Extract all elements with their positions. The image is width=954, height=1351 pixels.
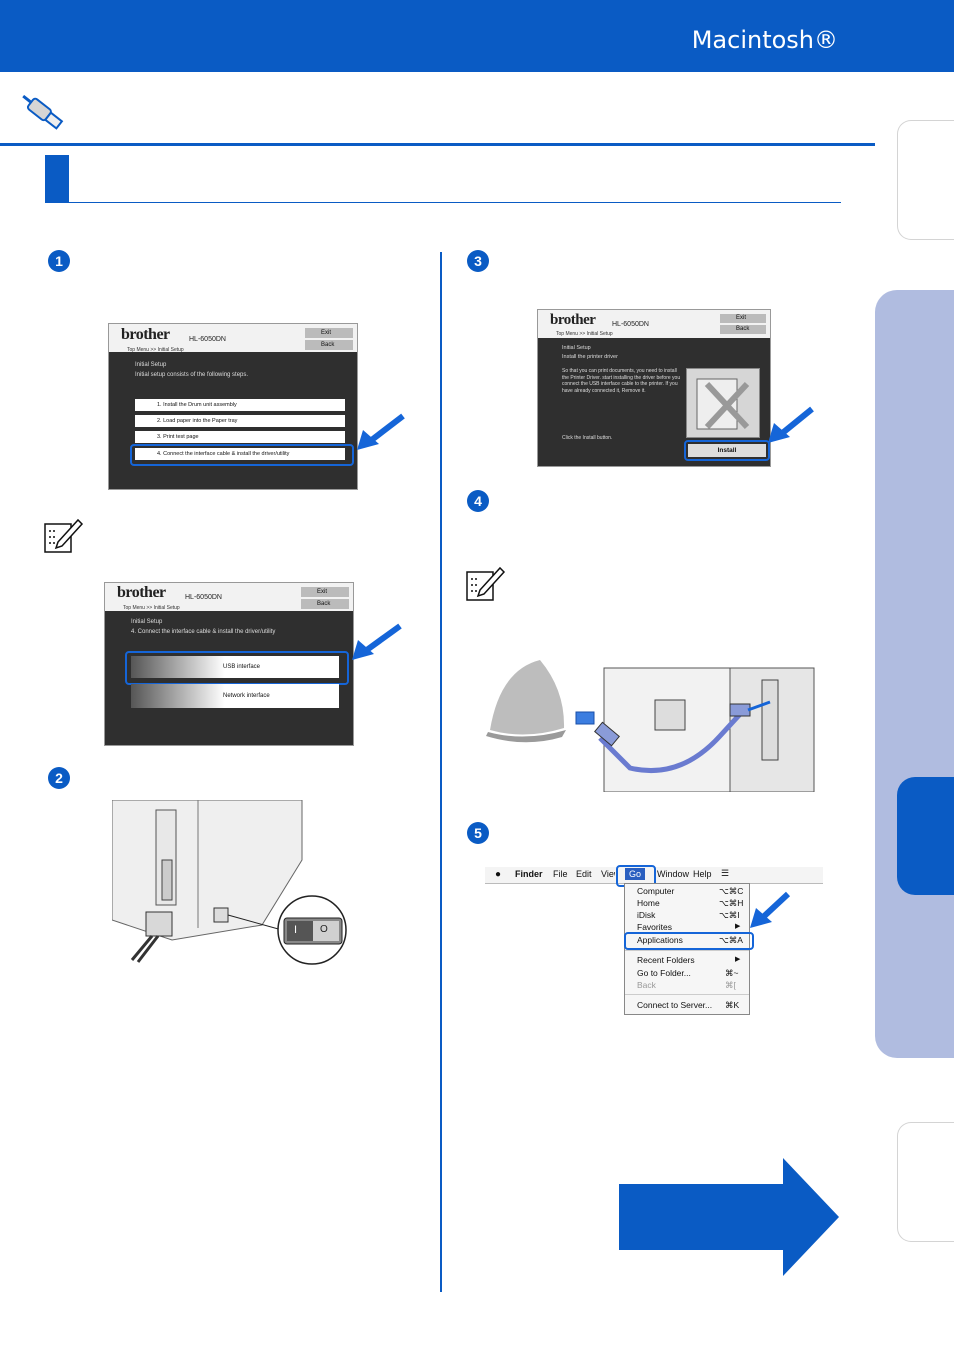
brother-logo: brother bbox=[121, 326, 170, 343]
menu-window[interactable]: Window bbox=[657, 869, 690, 879]
header-rule bbox=[0, 143, 875, 146]
keyboard-menu-icon[interactable]: ☰ bbox=[721, 868, 730, 878]
printer-no-cable-image bbox=[686, 368, 760, 438]
menu-separator bbox=[625, 994, 749, 995]
next-page-arrow-icon[interactable] bbox=[619, 1158, 841, 1276]
screen-title: Initial Setup bbox=[135, 362, 167, 368]
menu-help[interactable]: Help bbox=[693, 869, 712, 879]
exit-button[interactable]: Exit bbox=[720, 314, 766, 323]
screen-subtitle: 4. Connect the interface cable & install… bbox=[131, 629, 276, 635]
arrow-pointer-icon bbox=[766, 405, 814, 445]
network-interface-label: Network interface bbox=[223, 693, 270, 699]
menu-item-applications[interactable]: Applications bbox=[637, 935, 683, 945]
shortcut: ⌥⌘A bbox=[719, 935, 743, 945]
brother-logo: brother bbox=[117, 584, 166, 601]
menu-file[interactable]: File bbox=[553, 869, 568, 879]
setup-step-4[interactable]: 4. Connect the interface cable & install… bbox=[135, 448, 345, 460]
menu-item-recent-folders[interactable]: Recent Folders bbox=[637, 955, 695, 965]
menu-item-home[interactable]: Home bbox=[637, 898, 660, 908]
back-button[interactable]: Back bbox=[720, 325, 766, 334]
usb-interface-option[interactable]: USB interface bbox=[131, 656, 339, 678]
arrow-pointer-icon bbox=[350, 622, 402, 662]
header-title: Macintosh® bbox=[691, 26, 838, 54]
breadcrumb: Top Menu >> Initial Setup bbox=[123, 605, 180, 611]
screen-subtitle: Initial setup consists of the following … bbox=[135, 372, 249, 378]
exit-button[interactable]: Exit bbox=[301, 587, 349, 597]
install-screenshot: brother HL-6050DN Top Menu >> Initial Se… bbox=[537, 309, 771, 467]
side-tab-top[interactable] bbox=[897, 120, 954, 240]
shortcut: ⌘K bbox=[725, 1000, 740, 1010]
menu-edit[interactable]: Edit bbox=[576, 869, 592, 879]
model-name: HL-6050DN bbox=[189, 336, 226, 343]
menu-view[interactable]: View bbox=[601, 869, 615, 879]
note-pencil-icon bbox=[466, 566, 506, 602]
shortcut: ⌘~ bbox=[725, 968, 739, 978]
setup-step-2[interactable]: 2. Load paper into the Paper tray bbox=[135, 415, 345, 427]
usb-option-highlight bbox=[125, 651, 349, 685]
step-5-badge: 5 bbox=[467, 822, 489, 844]
section-marker bbox=[45, 155, 69, 203]
network-interface-option[interactable]: Network interface bbox=[131, 684, 339, 708]
menu-item-computer[interactable]: Computer bbox=[637, 886, 675, 896]
note-pencil-icon bbox=[44, 518, 84, 554]
menu-go[interactable]: Go bbox=[625, 868, 646, 880]
install-highlight bbox=[684, 440, 770, 461]
breadcrumb: Top Menu >> Initial Setup bbox=[556, 331, 613, 337]
setup-screenshot-2: brother HL-6050DN Top Menu >> Initial Se… bbox=[104, 582, 354, 746]
switch-on-label: I bbox=[294, 924, 298, 936]
step-4-badge: 4 bbox=[467, 490, 489, 512]
page-header: Macintosh® bbox=[0, 0, 954, 72]
menu-item-favorites[interactable]: Favorites bbox=[637, 922, 672, 932]
apple-menu-icon[interactable]: ● bbox=[495, 869, 502, 880]
menu-finder[interactable]: Finder bbox=[515, 869, 543, 879]
step-1-badge: 1 bbox=[48, 250, 70, 272]
side-tab-bottom[interactable] bbox=[897, 1122, 954, 1242]
shortcut: ⌘[ bbox=[725, 980, 736, 990]
arrow-pointer-icon bbox=[748, 890, 791, 930]
usb-cable-icon bbox=[22, 94, 72, 137]
usb-connection-illustration bbox=[480, 640, 842, 793]
instructions-text: So that you can print documents, you nee… bbox=[562, 368, 681, 394]
back-button[interactable]: Back bbox=[305, 340, 353, 350]
shortcut: ⌥⌘I bbox=[719, 910, 740, 920]
setup-step-4-highlight bbox=[130, 444, 354, 466]
submenu-arrow-icon: ▶ bbox=[735, 956, 741, 963]
menu-item-idisk[interactable]: iDisk bbox=[637, 910, 656, 920]
install-hint: Click the Install button. bbox=[562, 435, 613, 441]
applications-highlight bbox=[624, 932, 754, 950]
submenu-arrow-icon: ▶ bbox=[735, 923, 741, 930]
step-2-badge: 2 bbox=[48, 767, 70, 789]
back-button[interactable]: Back bbox=[301, 599, 349, 609]
menu-item-go-to-folder[interactable]: Go to Folder... bbox=[637, 968, 691, 978]
setup-step-3[interactable]: 3. Print test page bbox=[135, 431, 345, 443]
power-switch-illustration: I O bbox=[111, 799, 352, 972]
usb-interface-label: USB interface bbox=[223, 664, 261, 670]
screen-subtitle: Install the printer driver bbox=[562, 354, 618, 360]
switch-off-label: O bbox=[320, 924, 328, 935]
shortcut: ⌥⌘H bbox=[719, 898, 744, 908]
side-tab-active[interactable] bbox=[897, 777, 954, 895]
menu-separator bbox=[625, 950, 749, 951]
setup-step-1[interactable]: 1. Install the Drum unit assembly bbox=[135, 399, 345, 411]
model-name: HL-6050DN bbox=[612, 321, 649, 328]
brother-logo: brother bbox=[550, 312, 596, 328]
exit-button[interactable]: Exit bbox=[305, 328, 353, 338]
setup-screenshot-1: brother HL-6050DN Top Menu >> Initial Se… bbox=[108, 323, 358, 490]
model-name: HL-6050DN bbox=[185, 594, 222, 601]
screen-title: Initial Setup bbox=[562, 345, 591, 351]
arrow-pointer-icon bbox=[355, 412, 405, 452]
section-rule bbox=[45, 202, 841, 203]
screen-title: Initial Setup bbox=[131, 619, 163, 625]
menu-item-back: Back bbox=[637, 980, 656, 990]
column-divider bbox=[440, 252, 442, 1292]
shortcut: ⌥⌘C bbox=[719, 886, 744, 896]
menu-item-connect-to-server[interactable]: Connect to Server... bbox=[637, 1000, 713, 1010]
step-3-badge: 3 bbox=[467, 250, 489, 272]
install-button[interactable]: Install bbox=[688, 444, 766, 457]
breadcrumb: Top Menu >> Initial Setup bbox=[127, 347, 184, 353]
side-panel bbox=[875, 290, 954, 1058]
